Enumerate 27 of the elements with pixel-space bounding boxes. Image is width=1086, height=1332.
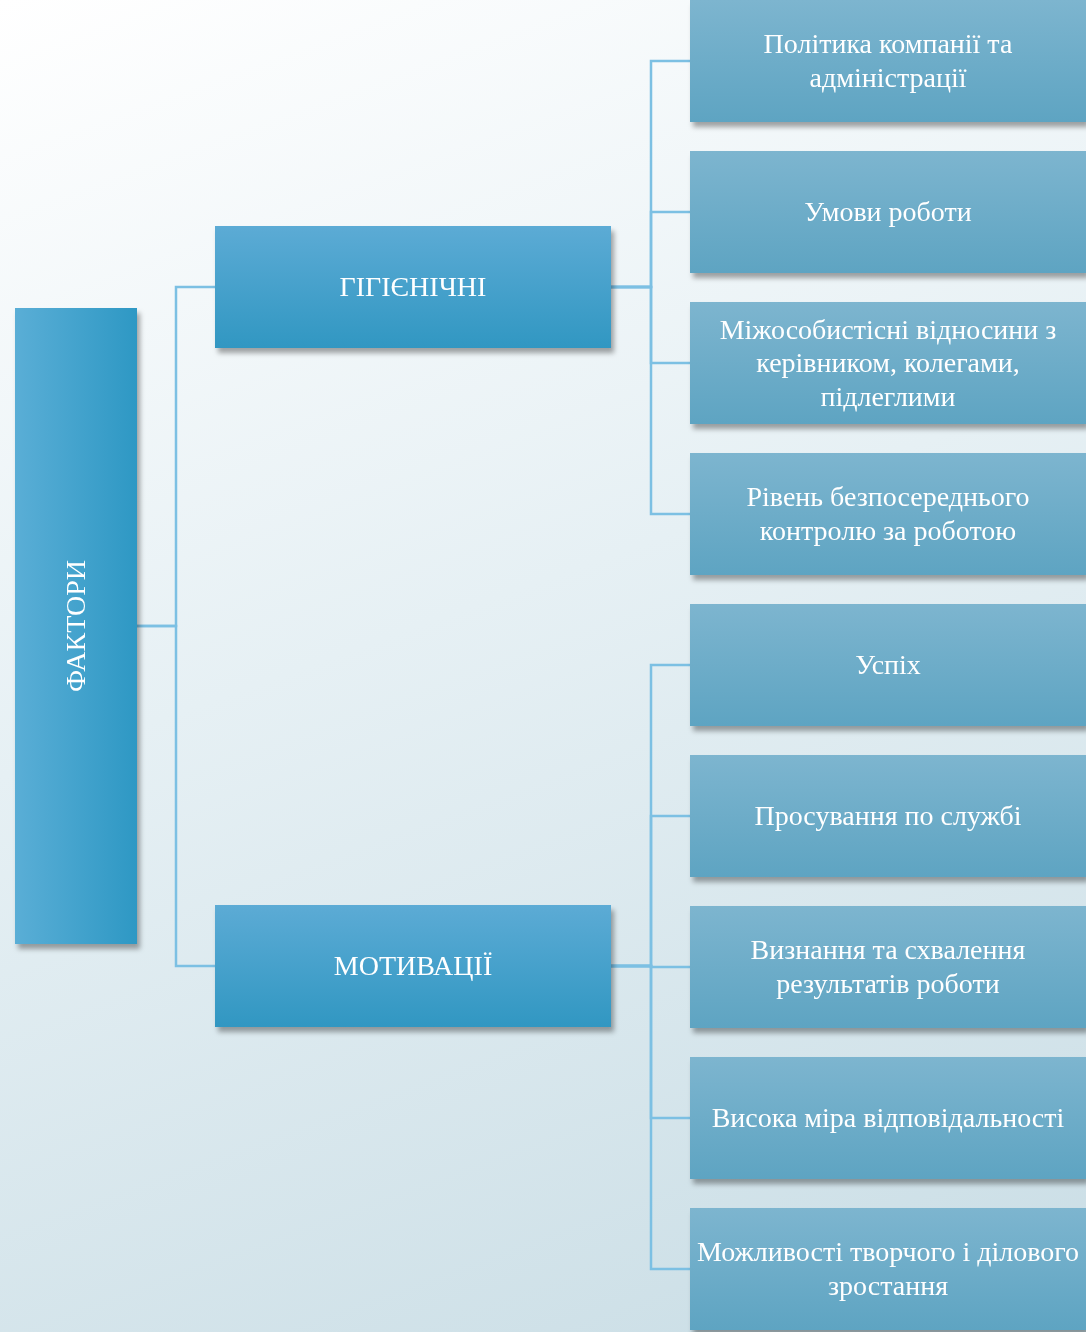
factor-box — [690, 1208, 1086, 1330]
box-label: Можливості творчого і ділового зростання — [696, 1235, 1080, 1303]
box-label: Висока міра відповідальності — [710, 1101, 1066, 1135]
connector-line — [137, 624, 215, 968]
factor-box — [690, 0, 1086, 122]
box-label: ГІГІЄНІЧНІ — [338, 270, 488, 304]
factor-box — [690, 604, 1086, 726]
factor-box — [690, 1057, 1086, 1179]
box-label: Визнання та схвалення результатів роботи — [749, 933, 1027, 1001]
root-box — [15, 308, 137, 944]
box-label: Політика компанії та адміністрації — [762, 27, 1014, 95]
category-box — [215, 226, 611, 348]
box-label: Міжособистісні відносини з керівником, колегами, підлеглими — [718, 312, 1058, 414]
box-label: Рівень безпосереднього контролю за роботою — [745, 480, 1031, 548]
box-label: Успіх — [854, 648, 922, 682]
factor-box — [690, 755, 1086, 877]
factor-box — [690, 453, 1086, 575]
factor-box — [690, 302, 1086, 424]
factor-box — [690, 151, 1086, 273]
category-box — [215, 905, 611, 1027]
box-label: МОТИВАЦІЇ — [332, 949, 494, 983]
connector-line — [611, 964, 690, 1271]
box-label: Просування по службі — [753, 799, 1023, 833]
vertical-heading: ФАКТОРИ — [59, 559, 93, 694]
box-label: Умови роботи — [803, 195, 973, 229]
connector-line — [611, 285, 690, 516]
factor-box — [690, 906, 1086, 1028]
